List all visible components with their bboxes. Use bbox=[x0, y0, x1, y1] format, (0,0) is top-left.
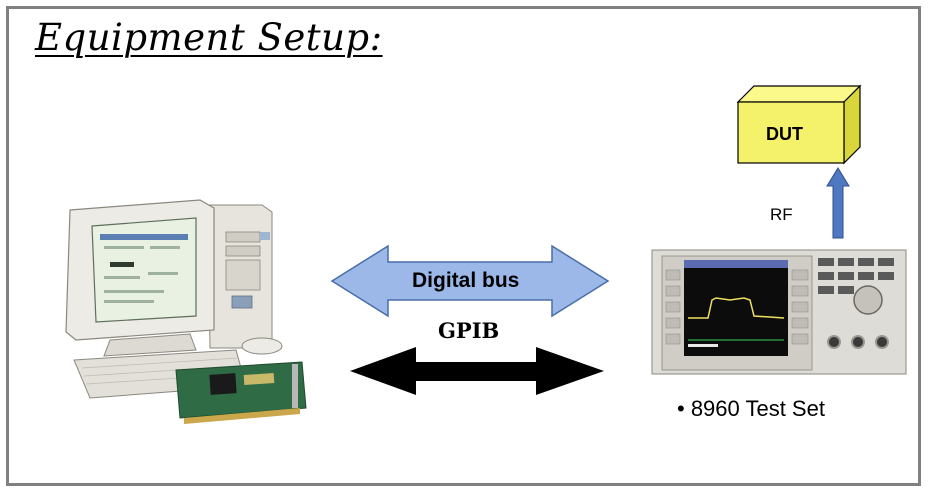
test-set-label: • 8960 Test Set bbox=[677, 396, 825, 421]
rf-label: RF bbox=[770, 205, 793, 224]
slide-title: Equipment Setup: bbox=[35, 16, 383, 59]
test-set-illustration bbox=[651, 249, 907, 375]
digital-bus-arrow bbox=[330, 244, 610, 318]
computer-illustration bbox=[65, 199, 307, 424]
gpib-arrow bbox=[350, 347, 604, 395]
dut-box bbox=[736, 84, 862, 165]
gpib-label: GPIB bbox=[438, 318, 500, 343]
digital-bus-label: Digital bus bbox=[412, 269, 520, 292]
dut-label: DUT bbox=[766, 124, 803, 144]
rf-arrow bbox=[826, 167, 850, 239]
